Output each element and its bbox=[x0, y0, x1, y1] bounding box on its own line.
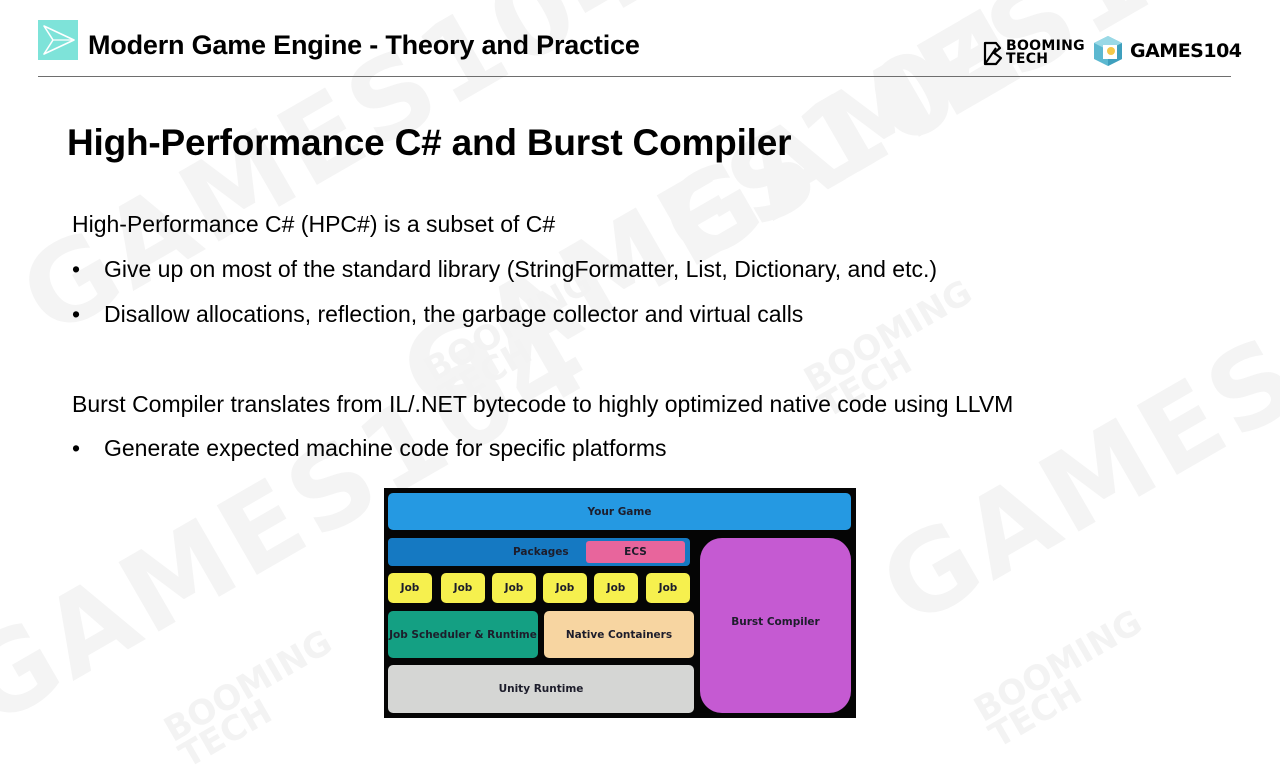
block-job: Job bbox=[594, 573, 638, 603]
packages-label: Packages bbox=[513, 546, 569, 558]
watermark-booming-line2: TECH bbox=[982, 671, 1089, 757]
unity-dots-architecture-diagram: Your Game Packages ECS Job Job Job Job J… bbox=[384, 488, 856, 718]
bullet-text: Disallow allocations, reflection, the ga… bbox=[104, 301, 804, 327]
header-divider bbox=[38, 76, 1231, 77]
bullet-dot: • bbox=[72, 256, 81, 282]
block-job: Job bbox=[543, 573, 587, 603]
bullet-dot: • bbox=[72, 435, 81, 461]
bullet-text: Give up on most of the standard library … bbox=[104, 256, 938, 282]
block-burst-compiler: Burst Compiler bbox=[700, 538, 851, 713]
watermark-booming-line1: BOOMING bbox=[797, 272, 980, 401]
booming-b-icon bbox=[983, 41, 1003, 66]
block-job-scheduler-runtime: Job Scheduler & Runtime bbox=[388, 611, 538, 658]
bullet-text: Generate expected machine code for speci… bbox=[104, 435, 667, 461]
watermark-booming-line1: BOOMING bbox=[967, 602, 1150, 731]
block-your-game: Your Game bbox=[388, 493, 851, 530]
course-title: Modern Game Engine - Theory and Practice bbox=[88, 30, 640, 60]
block-unity-runtime: Unity Runtime bbox=[388, 665, 694, 713]
block-job: Job bbox=[646, 573, 690, 603]
watermark-booming-line1: BOOMING bbox=[157, 622, 340, 751]
watermark-booming-line2: TECH bbox=[172, 691, 279, 776]
slide-header: Modern Game Engine - Theory and Practice… bbox=[0, 0, 1280, 80]
booming-line1: BOOMING bbox=[1006, 38, 1085, 54]
cube-icon bbox=[1094, 36, 1122, 66]
bullet-dot: • bbox=[72, 301, 81, 327]
section-heading-hpc: High-Performance C# (HPC#) is a subset o… bbox=[72, 211, 556, 237]
booming-line2: TECH bbox=[1006, 51, 1049, 67]
section-heading-burst: Burst Compiler translates from IL/.NET b… bbox=[72, 391, 1014, 417]
block-ecs: ECS bbox=[586, 541, 685, 563]
slide-title: High-Performance C# and Burst Compiler bbox=[67, 122, 792, 163]
block-job: Job bbox=[441, 573, 485, 603]
block-job: Job bbox=[388, 573, 432, 603]
paper-plane-triangle-icon bbox=[38, 20, 78, 60]
booming-tech-logo: BOOMING TECH bbox=[982, 38, 1085, 68]
games104-logo-text: GAMES104 bbox=[1130, 40, 1242, 62]
block-job: Job bbox=[492, 573, 536, 603]
block-native-containers: Native Containers bbox=[544, 611, 694, 658]
